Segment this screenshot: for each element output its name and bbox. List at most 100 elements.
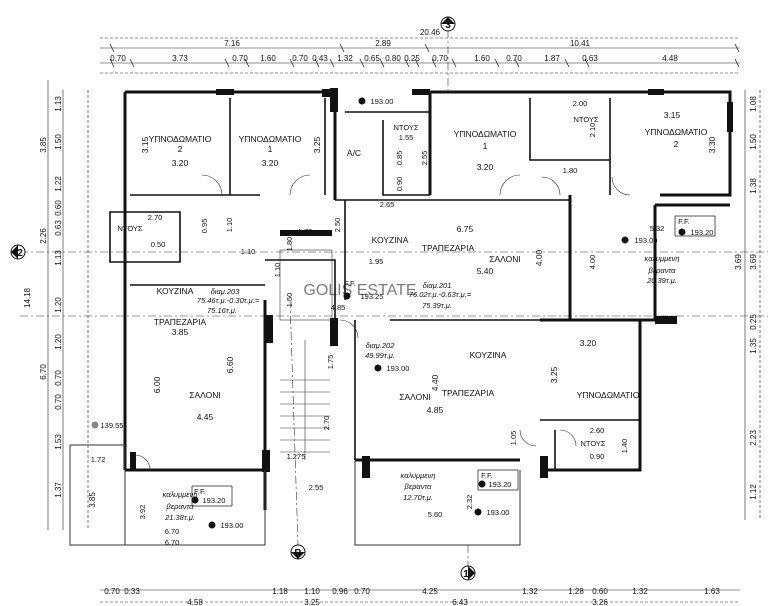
svg-text:0.70: 0.70 xyxy=(110,54,126,63)
svg-text:ΣΑΛΟΝΙ: ΣΑΛΟΝΙ xyxy=(399,392,431,402)
svg-text:4.48: 4.48 xyxy=(662,54,678,63)
svg-text:1.08: 1.08 xyxy=(749,96,758,112)
svg-text:1.32: 1.32 xyxy=(337,54,353,63)
svg-text:4.85: 4.85 xyxy=(331,303,346,312)
top-dim-b: 2.89 xyxy=(375,39,391,48)
svg-text:0.70: 0.70 xyxy=(232,54,248,63)
svg-text:5.32: 5.32 xyxy=(650,224,665,233)
svg-text:4.45: 4.45 xyxy=(197,412,214,422)
svg-text:0.90: 0.90 xyxy=(590,452,605,461)
svg-text:2.10: 2.10 xyxy=(588,123,597,138)
room-shower-2: 2.00 ΝΤΟΥΣ 2.10 1.80 xyxy=(563,99,599,175)
svg-text:0.60: 0.60 xyxy=(592,587,608,596)
svg-text:4.85: 4.85 xyxy=(427,405,444,415)
svg-text:2.60: 2.60 xyxy=(590,426,605,435)
level-marker-5: 193.00 xyxy=(374,364,410,373)
svg-text:1.10: 1.10 xyxy=(273,263,282,278)
svg-text:0.70: 0.70 xyxy=(292,54,308,63)
svg-text:2: 2 xyxy=(674,139,679,149)
svg-text:ΥΠΝΟΔΩΜΑΤΙΟ: ΥΠΝΟΔΩΜΑΤΙΟ xyxy=(239,134,302,144)
svg-text:193.20: 193.20 xyxy=(691,228,714,237)
svg-text:4.40: 4.40 xyxy=(430,374,440,391)
svg-text:3.25: 3.25 xyxy=(549,366,559,383)
svg-text:1.60: 1.60 xyxy=(260,54,276,63)
level-marker-9: 193.00 xyxy=(208,521,243,530)
svg-text:1: 1 xyxy=(463,569,469,580)
svg-text:1.35: 1.35 xyxy=(749,338,758,354)
svg-text:1.75: 1.75 xyxy=(326,355,335,370)
grid-bubble-B: B xyxy=(290,544,306,560)
ac-label: A/C xyxy=(347,148,361,158)
top-dim-a: 7.16 xyxy=(224,39,240,48)
svg-text:καλυμμενη: καλυμμενη xyxy=(645,254,680,263)
svg-text:ΤΡΑΠΕΖΑΡΙΑ: ΤΡΑΠΕΖΑΡΙΑ xyxy=(422,243,475,253)
unit-202: διαμ.202 49.99τ.μ. ΚΟΥΖΙΝΑ ΤΡΑΠΕΖΑΡΙΑ ΣΑ… xyxy=(365,341,518,445)
level-marker-2: 193.00 xyxy=(621,236,657,245)
veranda-middle: καλυμμενη βεραντα 12.70τ.μ. 5.60 2.32 xyxy=(401,471,474,519)
svg-text:1.37: 1.37 xyxy=(54,482,63,498)
svg-text:20.39τ.μ.: 20.39τ.μ. xyxy=(646,276,677,285)
room-bedroom-1-right: ΥΠΝΟΔΩΜΑΤΙΟ 1 3.20 xyxy=(454,129,517,172)
svg-text:ΣΑΛΟΝΙ: ΣΑΛΟΝΙ xyxy=(189,390,221,400)
door-swings xyxy=(134,174,631,471)
veranda-outlines xyxy=(69,444,521,546)
svg-text:12.70τ.μ.: 12.70τ.μ. xyxy=(403,493,433,502)
watermark-logo: GOLIS ESTATE xyxy=(303,282,416,299)
svg-text:0.70: 0.70 xyxy=(432,54,448,63)
svg-text:3.85: 3.85 xyxy=(172,327,189,337)
svg-text:0.25: 0.25 xyxy=(749,314,758,330)
svg-text:3.85: 3.85 xyxy=(39,137,48,153)
svg-text:0.90: 0.90 xyxy=(395,177,404,192)
svg-text:3.30: 3.30 xyxy=(707,136,717,153)
svg-text:139.55: 139.55 xyxy=(101,421,124,430)
level-marker-4: F.F. 193.25 xyxy=(343,279,383,301)
svg-text:1.32: 1.32 xyxy=(632,587,648,596)
svg-text:3.25: 3.25 xyxy=(312,136,322,153)
left-dim-labels: 1.13 3.85 1.50 1.22 0.60 2.26 0.63 1.13 … xyxy=(23,96,97,508)
svg-text:3.69: 3.69 xyxy=(734,254,743,270)
grid-bubble-3: 3 xyxy=(440,16,456,32)
svg-text:193.20: 193.20 xyxy=(489,480,512,489)
level-marker-3: F.F. 193.20 xyxy=(674,215,716,237)
svg-text:0.70: 0.70 xyxy=(54,394,63,410)
svg-text:0.50: 0.50 xyxy=(151,240,166,249)
svg-text:0.43: 0.43 xyxy=(312,54,328,63)
svg-text:6.70: 6.70 xyxy=(39,364,48,380)
exterior-walls xyxy=(123,90,732,510)
room-shower-1: ΝΤΟΥΣ 1.55 0.85 2.55 0.90 xyxy=(393,123,429,191)
svg-text:2.32: 2.32 xyxy=(465,495,474,510)
room-shower-4: 2.60 ΝΤΟΥΣ 1.40 0.90 xyxy=(580,426,629,461)
svg-text:F.F.: F.F. xyxy=(481,471,493,480)
svg-text:3.26: 3.26 xyxy=(592,598,608,606)
svg-text:2.65: 2.65 xyxy=(380,200,395,209)
svg-text:49.99τ.μ.: 49.99τ.μ. xyxy=(365,351,395,360)
svg-text:ΥΠΝΟΔΩΜΑΤΙΟ: ΥΠΝΟΔΩΜΑΤΙΟ xyxy=(454,129,517,139)
svg-text:1.275: 1.275 xyxy=(287,452,306,461)
svg-text:2.55: 2.55 xyxy=(420,151,429,166)
right-dimension-lines xyxy=(744,90,761,520)
svg-text:διαμ.201: διαμ.201 xyxy=(423,281,452,290)
svg-text:76.02τ.μ.-0.63τ.μ.=: 76.02τ.μ.-0.63τ.μ.= xyxy=(409,290,472,299)
svg-text:4.58: 4.58 xyxy=(187,598,203,606)
svg-text:1.53: 1.53 xyxy=(54,434,63,450)
svg-text:1.50: 1.50 xyxy=(54,134,63,150)
svg-text:ΥΠΝΟΔΩΜΑΤΙΟ: ΥΠΝΟΔΩΜΑΤΙΟ xyxy=(577,390,640,400)
svg-text:1.13: 1.13 xyxy=(54,250,63,266)
svg-text:0.70: 0.70 xyxy=(354,587,370,596)
bottom-dimension-lines xyxy=(100,589,740,603)
svg-text:2.55: 2.55 xyxy=(309,483,324,492)
svg-text:ΝΤΟΥΣ: ΝΤΟΥΣ xyxy=(393,123,418,132)
svg-text:3.69: 3.69 xyxy=(749,254,758,270)
svg-text:ΥΠΝΟΔΩΜΑΤΙΟ: ΥΠΝΟΔΩΜΑΤΙΟ xyxy=(149,134,212,144)
svg-text:1.80: 1.80 xyxy=(563,166,578,175)
svg-text:3.92: 3.92 xyxy=(138,505,147,520)
svg-text:193.00: 193.00 xyxy=(371,97,394,106)
svg-text:193.00: 193.00 xyxy=(387,364,410,373)
svg-text:6.70: 6.70 xyxy=(165,538,180,547)
svg-text:4.00: 4.00 xyxy=(534,249,544,266)
svg-text:1.55: 1.55 xyxy=(399,133,414,142)
svg-text:4.25: 4.25 xyxy=(422,587,438,596)
svg-text:1.12: 1.12 xyxy=(749,484,758,500)
svg-text:3: 3 xyxy=(445,20,451,31)
svg-text:21.38τ.μ.: 21.38τ.μ. xyxy=(164,513,195,522)
